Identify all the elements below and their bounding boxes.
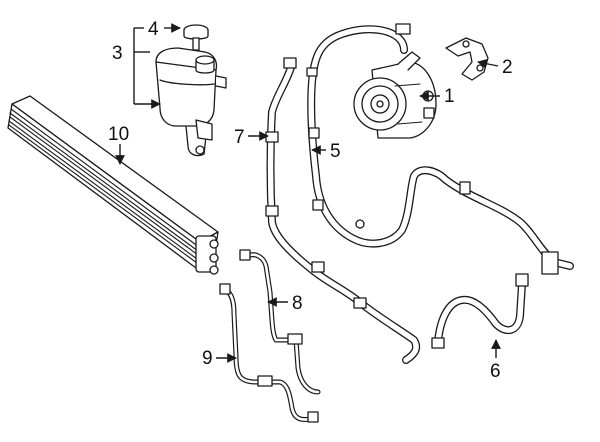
return-hose bbox=[265, 57, 421, 364]
callout-5: 5 bbox=[330, 141, 341, 162]
pressure-hose bbox=[306, 23, 574, 275]
callout-10: 10 bbox=[108, 124, 129, 145]
cooler-line-upper bbox=[239, 249, 321, 395]
callout-6: 6 bbox=[490, 361, 501, 382]
callout-9: 9 bbox=[202, 348, 213, 369]
callout-1: 1 bbox=[444, 86, 455, 107]
callout-4: 4 bbox=[148, 19, 159, 40]
leader-lines bbox=[115, 23, 501, 363]
callout-3: 3 bbox=[112, 43, 123, 64]
callout-8: 8 bbox=[292, 293, 303, 314]
power-steering-pump bbox=[353, 51, 437, 139]
callout-2: 2 bbox=[502, 57, 513, 78]
reservoir-cap bbox=[183, 24, 209, 51]
cooler-hose bbox=[431, 273, 529, 349]
cooler-line-lower bbox=[219, 283, 319, 423]
oil-cooler bbox=[7, 95, 219, 275]
reservoir bbox=[155, 47, 227, 157]
callout-7: 7 bbox=[234, 127, 245, 148]
pump-bracket bbox=[445, 37, 489, 81]
